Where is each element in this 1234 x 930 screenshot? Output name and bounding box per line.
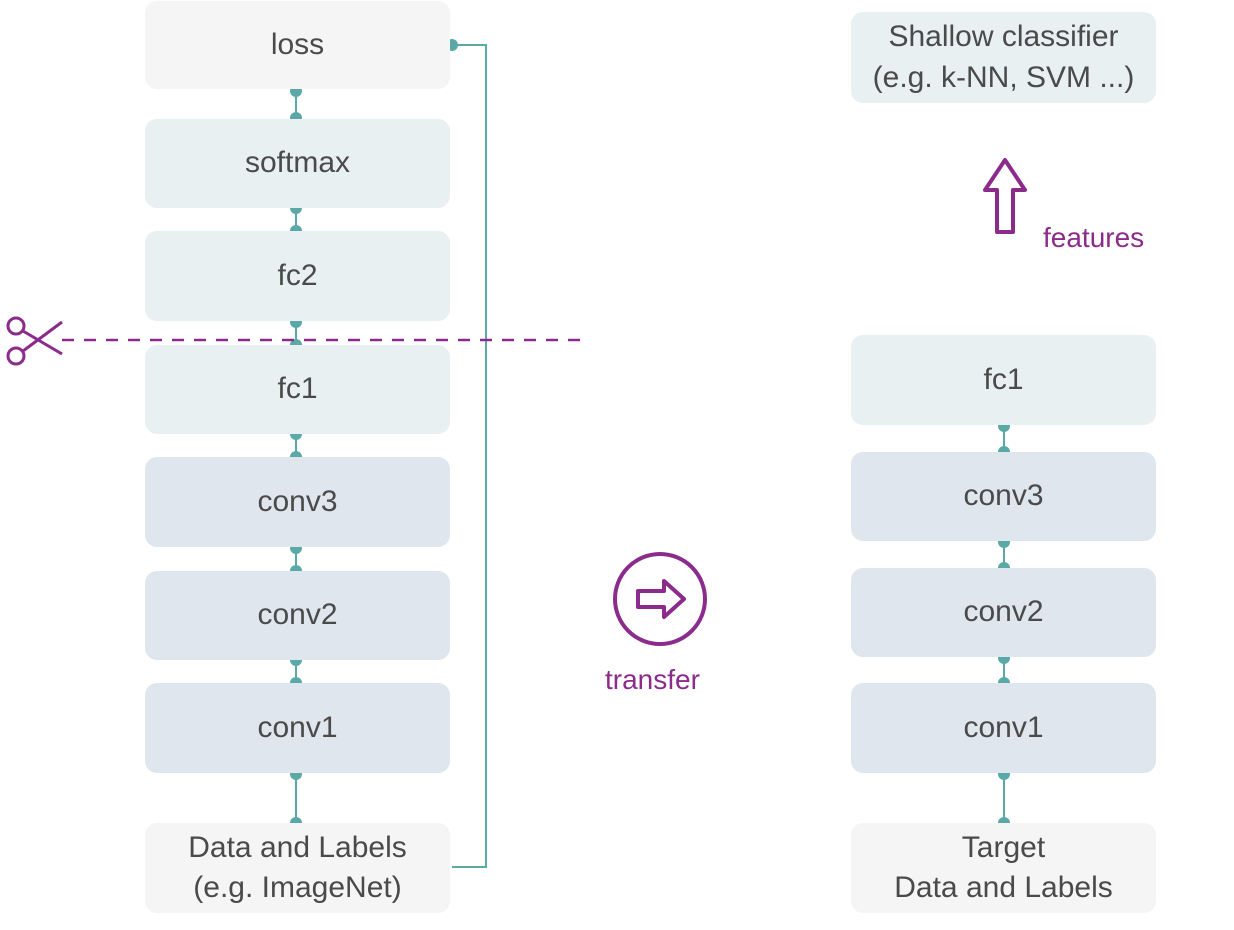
right-conv1-label: conv1 — [963, 710, 1044, 744]
feedback-line — [452, 44, 487, 868]
shallow-classifier-block: Shallow classifier (e.g. k-NN, SVM ...) — [851, 12, 1156, 103]
fc1-label: fc1 — [277, 372, 318, 406]
conv2-block: conv2 — [145, 571, 450, 660]
conv1-block: conv1 — [145, 683, 450, 773]
softmax-label: softmax — [244, 146, 351, 180]
right-conv1-block: conv1 — [851, 683, 1156, 773]
right-conv2-block: conv2 — [851, 568, 1156, 657]
loss-label: loss — [270, 27, 325, 61]
fc2-block: fc2 — [145, 231, 450, 321]
fc2-label: fc2 — [277, 258, 318, 292]
scissors-icon — [6, 316, 63, 366]
conv3-block: conv3 — [145, 457, 450, 547]
shallow-classifier-label: Shallow classifier (e.g. k-NN, SVM ...) — [872, 20, 1135, 94]
softmax-block: softmax — [145, 119, 450, 208]
conv3-label: conv3 — [257, 484, 338, 518]
circled-right-arrow-icon — [613, 552, 707, 646]
up-arrow-icon — [983, 158, 1027, 234]
source-data-label: Data and Labels (e.g. ImageNet) — [188, 830, 407, 905]
right-fc1-block: fc1 — [851, 335, 1156, 425]
transfer-label: transfer — [605, 664, 700, 695]
target-data-block: Target Data and Labels — [851, 823, 1156, 913]
target-data-label: Target Data and Labels — [894, 830, 1113, 905]
right-conv2-label: conv2 — [963, 595, 1044, 629]
features-label: features — [1043, 222, 1145, 253]
conv2-label: conv2 — [257, 598, 338, 632]
right-fc1-label: fc1 — [983, 362, 1024, 396]
fc1-block: fc1 — [145, 345, 450, 434]
conv1-label: conv1 — [257, 710, 338, 744]
right-conv3-label: conv3 — [963, 479, 1044, 513]
source-data-block: Data and Labels (e.g. ImageNet) — [145, 823, 450, 913]
loss-block: loss — [145, 1, 450, 89]
right-conv3-block: conv3 — [851, 452, 1156, 541]
